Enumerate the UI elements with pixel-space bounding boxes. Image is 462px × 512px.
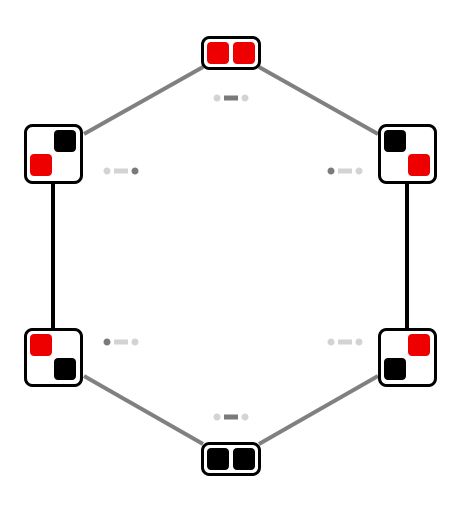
- node-cell-red: [30, 334, 52, 356]
- markers-group: [103, 94, 363, 421]
- edge-lower-right-to-bottom: [258, 374, 379, 446]
- marker-dash: [338, 339, 352, 345]
- marker-dot-left: [213, 94, 221, 102]
- node-upper-left: [24, 124, 83, 184]
- marker-dot-left: [103, 338, 111, 346]
- node-cell-red: [408, 154, 430, 176]
- marker-lower-left: [103, 338, 139, 346]
- marker-dash: [224, 414, 238, 420]
- marker-dot-right: [241, 413, 249, 421]
- node-lower-left: [24, 328, 83, 387]
- edges-group: [51, 65, 409, 446]
- node-cell-black: [384, 358, 406, 380]
- marker-bottom: [213, 413, 249, 421]
- edge-bottom-to-lower-left: [83, 374, 204, 446]
- nodes-group: [24, 36, 437, 476]
- marker-dot-left: [213, 413, 221, 421]
- node-cell-black: [54, 130, 76, 152]
- marker-dot-right: [355, 167, 363, 175]
- node-bottom: [201, 442, 261, 476]
- node-lower-right: [378, 328, 437, 387]
- marker-top: [213, 94, 249, 102]
- marker-upper-left: [103, 167, 139, 175]
- node-cell-black: [207, 448, 229, 470]
- node-upper-right: [378, 124, 437, 184]
- node-cell-red: [408, 334, 430, 356]
- node-cell-black: [384, 130, 406, 152]
- marker-dash: [224, 95, 238, 101]
- marker-dot-right: [131, 167, 139, 175]
- node-cell-black: [233, 448, 255, 470]
- node-cell-red: [233, 42, 255, 64]
- marker-dash: [114, 168, 128, 174]
- node-cell-black: [54, 358, 76, 380]
- marker-dot-right: [355, 338, 363, 346]
- edge-upper-left-to-top: [83, 65, 204, 136]
- node-top: [201, 36, 261, 70]
- marker-dot-left: [103, 167, 111, 175]
- node-cell-red: [30, 154, 52, 176]
- marker-dot-left: [327, 167, 335, 175]
- marker-dot-right: [241, 94, 249, 102]
- marker-dot-right: [131, 338, 139, 346]
- marker-dash: [114, 339, 128, 345]
- marker-lower-right: [327, 338, 363, 346]
- edge-top-to-upper-right: [258, 65, 379, 136]
- marker-upper-right: [327, 167, 363, 175]
- marker-dash: [338, 168, 352, 174]
- node-cell-red: [207, 42, 229, 64]
- marker-dot-left: [327, 338, 335, 346]
